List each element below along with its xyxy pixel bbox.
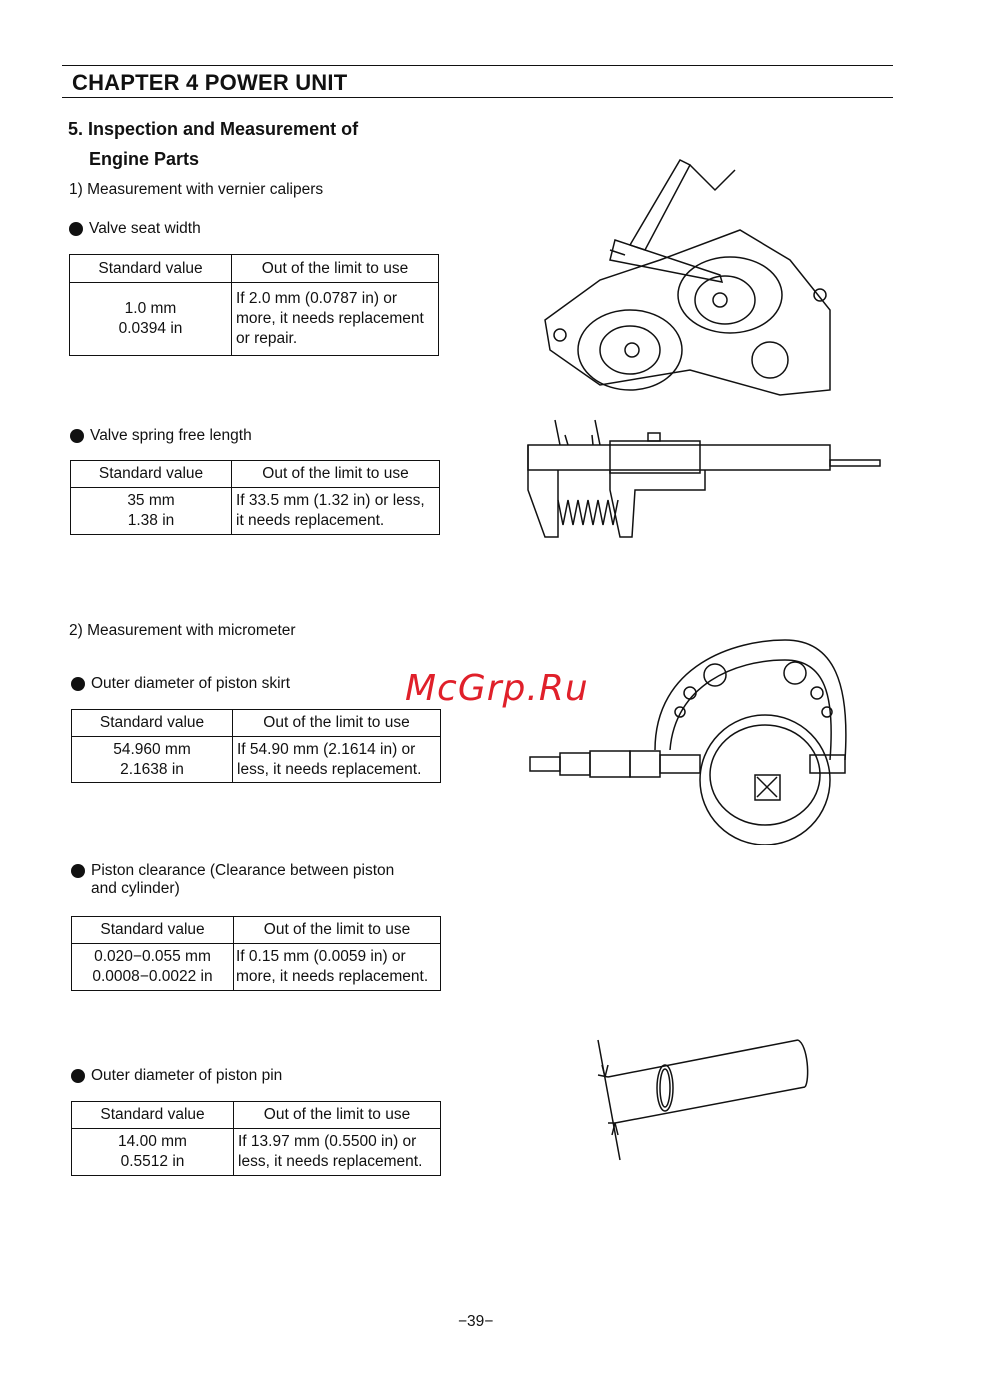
item-label: Piston clearance (Clearance between pist… (91, 862, 395, 879)
section-title-line2: Engine Parts (89, 149, 200, 169)
col-header: Standard value (69, 254, 232, 283)
col-header: Out of the limit to use (232, 709, 441, 737)
col-header: Standard value (71, 1101, 234, 1129)
item-label-cont: and cylinder) (91, 880, 180, 897)
page-number: −39− (458, 1313, 494, 1330)
col-header: Out of the limit to use (231, 254, 439, 283)
bullet-icon (71, 677, 85, 691)
col-header: Out of the limit to use (233, 1101, 441, 1129)
item-label: Valve seat width (89, 220, 201, 237)
item-heading: Outer diameter of piston pin (71, 1067, 282, 1085)
item-heading: Valve spring free length (70, 427, 252, 445)
item-heading: Outer diameter of piston skirt (71, 675, 290, 693)
bullet-icon (69, 222, 83, 236)
valve-seat-caliper-illustration (544, 159, 831, 396)
col-header: Out of the limit to use (231, 460, 440, 488)
item-label: Valve spring free length (90, 427, 252, 444)
piston-micrometer-illustration (529, 639, 847, 845)
watermark: McGrp.Ru (405, 668, 589, 709)
subsection-calipers: 1) Measurement with vernier calipers (69, 181, 324, 198)
col-header: Standard value (71, 709, 233, 737)
item-heading: Valve seat width (69, 220, 201, 238)
item-label: Outer diameter of piston pin (91, 1067, 283, 1084)
chapter-title: CHAPTER 4 POWER UNIT (72, 70, 348, 95)
bullet-icon (70, 429, 84, 443)
subsection-micrometer: 2) Measurement with micrometer (69, 622, 296, 639)
section-title: 5. Inspection and Measurement of (68, 119, 359, 139)
col-header: Standard value (71, 916, 234, 944)
item-heading: Piston clearance (Clearance between pist… (71, 862, 394, 898)
header-rule-top (62, 65, 893, 66)
spring-caliper-illustration (527, 419, 881, 538)
bullet-icon (71, 1069, 85, 1083)
col-header: Standard value (70, 460, 232, 488)
piston-pin-illustration (597, 1039, 809, 1161)
limit-cell: If 33.5 mm (1.32 in) or less,it needs re… (231, 487, 440, 535)
col-header: Out of the limit to use (233, 916, 441, 944)
bullet-icon (71, 864, 85, 878)
item-label: Outer diameter of piston skirt (91, 675, 290, 692)
header-rule-bottom (62, 97, 893, 98)
